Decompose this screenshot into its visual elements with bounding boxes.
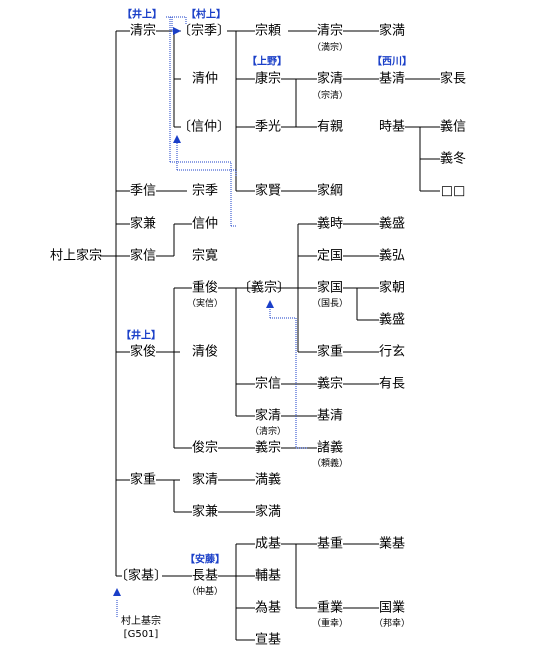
person-yoshimori1: 義盛 xyxy=(378,216,406,232)
family-label-inoue1: 【井上】 xyxy=(122,9,162,21)
person-ietoshi: 家俊 xyxy=(129,344,157,360)
link-arrow-nobunaka xyxy=(173,135,181,143)
person-iekiyo: 家清 xyxy=(316,71,344,87)
person-ienobu2: 家信 xyxy=(129,248,157,264)
person-kiyotoshi: 清俊 xyxy=(191,344,219,360)
person-yoshifuyu: 義冬 xyxy=(439,151,467,167)
person-kiyomune2: 清宗 xyxy=(316,23,344,39)
person-iemoto_b: 〔家基〕 xyxy=(114,568,168,584)
person-ietomo: 家朝 xyxy=(378,280,406,296)
person-yoshinobu: 義信 xyxy=(439,119,467,135)
person-iekane1: 家兼 xyxy=(129,216,157,232)
person-iemitsu: 家満 xyxy=(378,23,406,39)
person-munesue_b: 〔宗季〕 xyxy=(177,23,231,39)
person-motoshige: 基重 xyxy=(316,536,344,552)
reference-code: [G501] xyxy=(123,629,159,640)
person-yoshimune3: 義宗 xyxy=(254,440,282,456)
family-label-murakami: 【村上】 xyxy=(186,9,226,21)
person-munehiro: 宗寛 xyxy=(191,248,219,264)
person-iekuni: 家国 xyxy=(316,280,344,296)
family-label-ando: 【安藤】 xyxy=(185,554,225,566)
person-nobunaka_b: 〔信仲〕 xyxy=(177,119,231,135)
person-blank: □□ xyxy=(440,183,466,199)
person-mitsuyoshi: 満義 xyxy=(254,472,282,488)
person-kiyomune: 清宗 xyxy=(129,23,157,39)
alias-note-shigenari: （重幸） xyxy=(311,619,349,629)
alias-note-kiyomune2: （満宗） xyxy=(311,43,349,53)
person-kiyonaka: 清仲 xyxy=(191,71,219,87)
person-iekiyo2: 家清 xyxy=(254,408,282,424)
person-tamemoto: 為基 xyxy=(254,600,282,616)
reference-name: 村上基宗 xyxy=(121,616,161,627)
family-label-nishikawa: 【西川】 xyxy=(372,56,412,68)
person-yukihara: 行玄 xyxy=(378,344,406,360)
alias-note-shigetoshi: （実信） xyxy=(186,299,224,309)
person-motokiyo2: 基清 xyxy=(316,408,344,424)
person-narimoto2: 業基 xyxy=(378,536,406,552)
person-nobunaka2: 信仲 xyxy=(191,216,219,232)
person-ienaga: 家長 xyxy=(439,71,467,87)
person-munesue2: 宗季 xyxy=(191,183,219,199)
link-arrow-yoshimune xyxy=(266,300,274,308)
person-iekata: 家賢 xyxy=(254,183,282,199)
person-arichika: 有親 xyxy=(316,119,344,135)
alias-note-moroyoshi: （頼義） xyxy=(311,459,349,469)
person-yoshimori2: 義盛 xyxy=(378,312,406,328)
person-ieshige1: 家重 xyxy=(316,344,344,360)
alias-note-iekuni: （国長） xyxy=(311,299,349,309)
person-iekane2: 家兼 xyxy=(191,504,219,520)
link-arrow-munesue xyxy=(173,27,181,35)
family-label-inoue2: 【井上】 xyxy=(121,330,161,342)
person-moroyoshi: 諸義 xyxy=(316,440,344,456)
person-ienobu: 季信 xyxy=(129,183,157,199)
person-motokiyo: 基清 xyxy=(378,71,406,87)
alias-note-iekiyo2: （清宗） xyxy=(249,427,287,437)
link-arrow-reference xyxy=(113,588,121,596)
person-sadakuni: 定国 xyxy=(316,248,344,264)
alias-note-iekiyo: （宗清） xyxy=(311,91,349,101)
person-toshimune: 俊宗 xyxy=(191,440,219,456)
person-root: 村上家宗 xyxy=(49,248,103,264)
person-ietsuna: 家綱 xyxy=(316,183,344,199)
person-iemitsu2: 家満 xyxy=(254,504,282,520)
person-nagamoto: 長基 xyxy=(191,568,219,584)
person-shigetoshi: 重俊 xyxy=(191,280,219,296)
person-yoshimune2: 義宗 xyxy=(316,376,344,392)
person-kuninari: 国業 xyxy=(378,600,406,616)
person-arinaga: 有長 xyxy=(378,376,406,392)
person-tokimoto: 時基 xyxy=(378,119,406,135)
person-yoshihiro: 義弘 xyxy=(378,248,406,264)
person-munenori: 宗頼 xyxy=(254,23,282,39)
person-suemitsu: 季光 xyxy=(254,119,282,135)
person-narimoto: 成基 xyxy=(254,536,282,552)
family-label-ueno: 【上野】 xyxy=(247,56,287,68)
person-ieshige2: 家重 xyxy=(129,472,157,488)
person-shigenari: 重業 xyxy=(316,600,344,616)
alias-note-kuninari: （邦幸） xyxy=(373,619,411,629)
person-iekiyo3: 家清 xyxy=(191,472,219,488)
person-nobumoto: 宣基 xyxy=(254,632,282,648)
person-munenobu: 宗信 xyxy=(254,376,282,392)
person-yasumune: 康宗 xyxy=(254,71,282,87)
person-yoshitoki: 義時 xyxy=(316,216,344,232)
person-yoshimune_b: 〔義宗〕 xyxy=(237,280,291,296)
alias-note-nagamoto: （仲基） xyxy=(186,587,224,597)
person-sukemoto: 輔基 xyxy=(254,568,282,584)
